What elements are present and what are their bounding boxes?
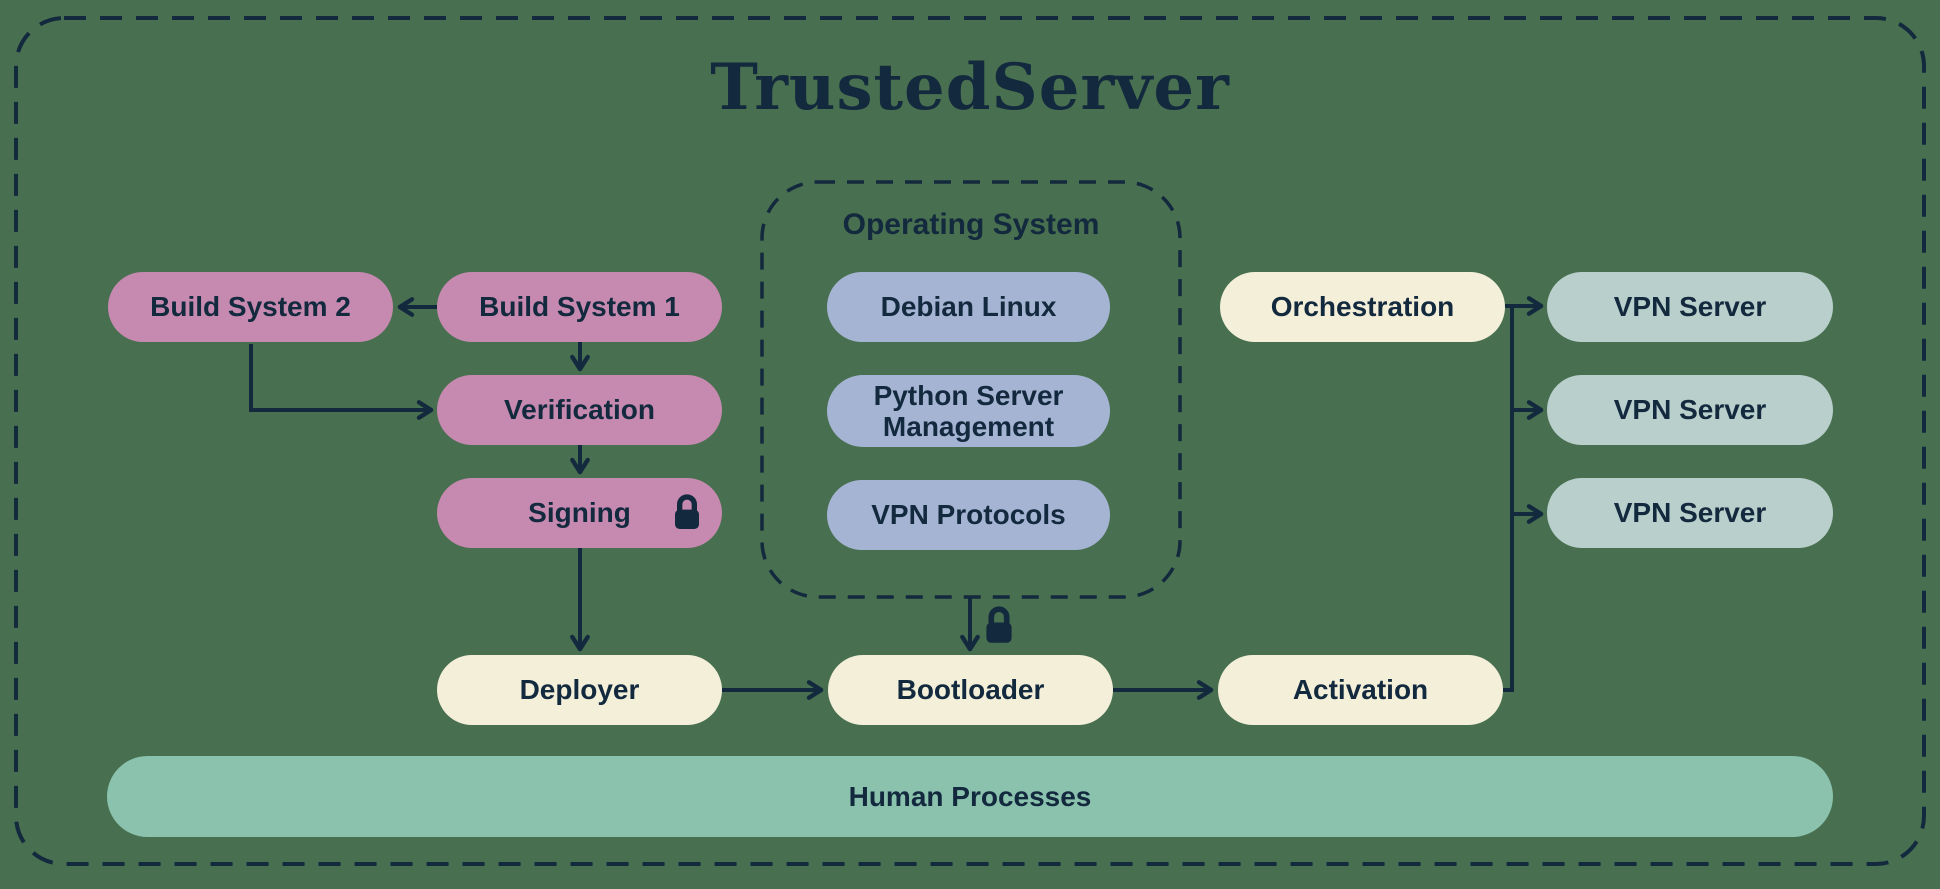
node-python-server-management: Python Server Management <box>827 375 1110 447</box>
node-label: Activation <box>1292 674 1429 706</box>
node-label: Verification <box>504 394 655 426</box>
node-label: Build System 1 <box>479 291 680 323</box>
node-label: Deployer <box>519 674 640 706</box>
node-label: VPN Protocols <box>871 499 1066 531</box>
node-signing: Signing <box>437 478 722 548</box>
line-activation-trunk <box>1503 306 1514 692</box>
operating-system-group: Operating System <box>762 182 1180 597</box>
node-build-system-1: Build System 1 <box>437 272 722 342</box>
node-verification: Verification <box>437 375 722 445</box>
node-vpn-server-3: VPN Server <box>1547 478 1833 548</box>
page-title: TrustedServer <box>710 50 1230 125</box>
node-label: Signing <box>528 497 631 529</box>
node-label: Human Processes <box>848 780 1092 812</box>
operating-system-group-label: Operating System <box>842 208 1100 241</box>
human-processes-bar: Human Processes <box>107 756 1833 837</box>
node-deployer: Deployer <box>437 655 722 725</box>
node-activation: Activation <box>1218 655 1503 725</box>
node-build-system-2: Build System 2 <box>108 272 393 342</box>
node-label: VPN Server <box>1613 497 1767 529</box>
node-vpn-server-1: VPN Server <box>1547 272 1833 342</box>
node-label: Debian Linux <box>880 291 1057 323</box>
node-label: Build System 2 <box>150 291 351 323</box>
node-debian-linux: Debian Linux <box>827 272 1110 342</box>
node-vpn-server-2: VPN Server <box>1547 375 1833 445</box>
lock-icon <box>986 606 1012 643</box>
outer-dashed-border <box>14 16 1926 866</box>
node-label: VPN Server <box>1613 394 1767 426</box>
node-label: Orchestration <box>1270 291 1455 323</box>
node-label: VPN Server <box>1613 291 1767 323</box>
node-vpn-protocols: VPN Protocols <box>827 480 1110 550</box>
node-label: Python Server Management <box>873 379 1064 442</box>
arrow-build2-to-verification <box>249 344 434 420</box>
node-label: Bootloader <box>896 674 1045 706</box>
node-bootloader: Bootloader <box>828 655 1113 725</box>
node-orchestration: Orchestration <box>1220 272 1505 342</box>
lock-icon <box>675 494 699 529</box>
